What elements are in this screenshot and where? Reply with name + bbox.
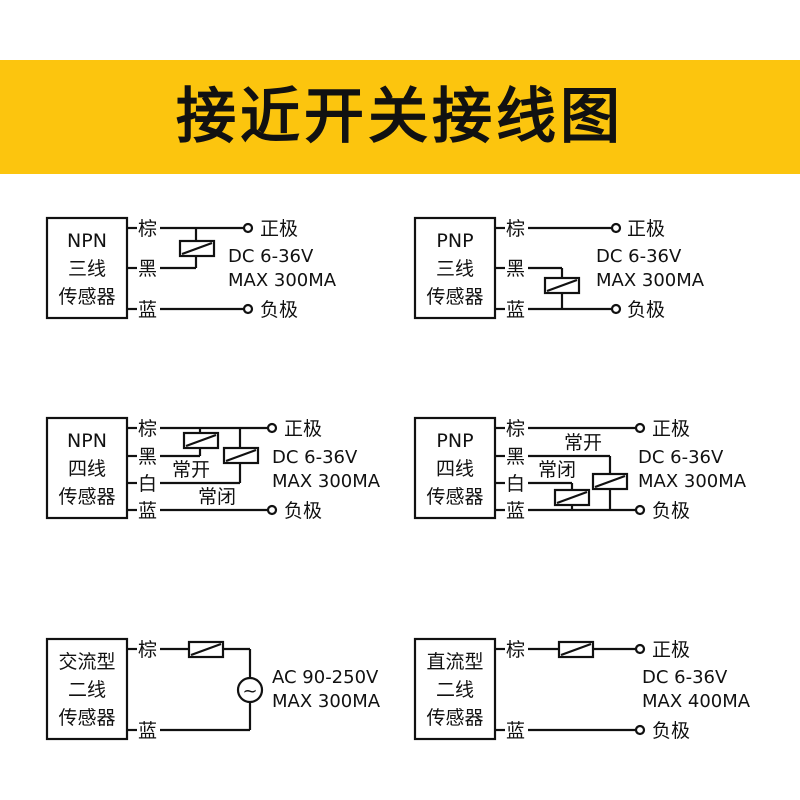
sensor-type-label: NPN [67, 430, 107, 452]
voltage-spec: DC 6-36V [642, 667, 728, 688]
contact-label-no: 常开 [564, 432, 602, 454]
wire-label-black: 黑 [138, 258, 157, 280]
voltage-spec: DC 6-36V [638, 447, 724, 468]
positive-label: 正极 [652, 639, 690, 661]
contact-label-nc: 常闭 [198, 486, 236, 508]
diagram-npn-4wire: NPN 四线 传感器 棕 黑 白 蓝 常开 常闭 正极 负极 DC 6-36V … [45, 416, 381, 522]
positive-terminal [610, 222, 622, 234]
relay-coil-icon [591, 472, 629, 491]
current-spec: MAX 300MA [272, 471, 381, 492]
negative-label: 负极 [627, 299, 665, 321]
voltage-spec: DC 6-36V [228, 246, 314, 267]
wire-label-blue: 蓝 [506, 299, 525, 321]
voltage-spec: AC 90-250V [272, 667, 379, 688]
wire-label-brown: 棕 [138, 218, 157, 240]
relay-coil-icon [222, 446, 260, 465]
sensor-wire-count-label: 二线 [436, 679, 474, 701]
relay-coil-icon [178, 239, 216, 258]
negative-label: 负极 [260, 299, 298, 321]
contact-label-no: 常开 [172, 459, 210, 481]
diagram-ac-2wire: 交流型 二线 传感器 棕 蓝 ~ AC 90-250V MAX 300MA [45, 637, 381, 742]
wire-label-blue: 蓝 [138, 299, 157, 321]
wire-label-white: 白 [138, 473, 157, 495]
diagram-pnp-3wire: PNP 三线 传感器 棕 黑 蓝 正极 负极 DC 6-36V MAX 300M… [413, 216, 705, 321]
page-title: 接近开关接线图 [176, 82, 624, 152]
sensor-wire-count-label: 二线 [68, 679, 106, 701]
negative-terminal [242, 303, 254, 315]
sensor-wire-count-label: 四线 [436, 458, 474, 480]
ac-source-symbol: ~ [242, 681, 257, 702]
relay-coil-icon [553, 488, 591, 507]
relay-coil-icon [182, 431, 220, 450]
sensor-type-label: PNP [436, 430, 473, 452]
negative-terminal [634, 724, 646, 736]
wire-label-brown: 棕 [506, 639, 525, 661]
ac-source-icon: ~ [236, 676, 264, 704]
voltage-spec: DC 6-36V [272, 447, 358, 468]
positive-label: 正极 [627, 218, 665, 240]
sensor-wire-count-label: 三线 [68, 258, 106, 280]
current-spec: MAX 300MA [638, 471, 747, 492]
negative-label: 负极 [652, 720, 690, 742]
relay-coil-icon [543, 276, 581, 295]
sensor-wire-count-label: 三线 [436, 258, 474, 280]
contact-label-nc: 常闭 [538, 459, 576, 481]
sensor-name-label: 传感器 [426, 707, 483, 729]
wire-label-brown: 棕 [506, 418, 525, 440]
sensor-box [413, 637, 497, 741]
sensor-type-label: 交流型 [58, 651, 115, 673]
negative-label: 负极 [284, 500, 322, 522]
sensor-name-label: 传感器 [58, 707, 115, 729]
wire-label-brown: 棕 [138, 639, 157, 661]
sensor-box [45, 416, 129, 520]
load-resistor-icon [557, 640, 595, 659]
sensor-name-label: 传感器 [426, 486, 483, 508]
positive-label: 正极 [284, 418, 322, 440]
negative-label: 负极 [652, 500, 690, 522]
sensor-type-label: NPN [67, 230, 107, 252]
load-resistor-icon [187, 640, 225, 659]
current-spec: MAX 300MA [272, 691, 381, 712]
wire-label-white: 白 [506, 473, 525, 495]
wire-label-blue: 蓝 [506, 500, 525, 522]
positive-label: 正极 [260, 218, 298, 240]
positive-label: 正极 [652, 418, 690, 440]
wire-label-blue: 蓝 [506, 720, 525, 742]
current-spec: MAX 300MA [228, 270, 337, 291]
negative-terminal [634, 504, 646, 516]
sensor-name-label: 传感器 [426, 286, 483, 308]
wire-label-black: 黑 [506, 258, 525, 280]
negative-terminal [266, 504, 278, 516]
current-spec: MAX 300MA [596, 270, 705, 291]
diagram-pnp-4wire: PNP 四线 传感器 棕 黑 白 蓝 常开 常闭 正极 负极 DC 6-36V … [413, 416, 747, 522]
sensor-wire-count-label: 四线 [68, 458, 106, 480]
sensor-box [413, 416, 497, 520]
wire-label-brown: 棕 [506, 218, 525, 240]
sensor-type-label: PNP [436, 230, 473, 252]
sensor-type-label: 直流型 [426, 651, 483, 673]
positive-terminal [266, 422, 278, 434]
diagram-npn-3wire: NPN 三线 传感器 棕 黑 蓝 正极 负极 DC 6-36V MAX 300M… [45, 216, 337, 321]
wire-label-black: 黑 [138, 446, 157, 468]
wire-label-black: 黑 [506, 446, 525, 468]
positive-terminal [242, 222, 254, 234]
current-spec: MAX 400MA [642, 691, 751, 712]
sensor-name-label: 传感器 [58, 286, 115, 308]
sensor-box [45, 637, 129, 741]
sensor-name-label: 传感器 [58, 486, 115, 508]
voltage-spec: DC 6-36V [596, 246, 682, 267]
positive-terminal [634, 422, 646, 434]
wire-label-brown: 棕 [138, 418, 157, 440]
wire-label-blue: 蓝 [138, 500, 157, 522]
title-banner: 接近开关接线图 [0, 60, 800, 174]
wire-label-blue: 蓝 [138, 720, 157, 742]
diagram-dc-2wire: 直流型 二线 传感器 棕 蓝 正极 负极 DC 6-36V MAX 400MA [413, 637, 751, 742]
positive-terminal [634, 643, 646, 655]
negative-terminal [610, 303, 622, 315]
